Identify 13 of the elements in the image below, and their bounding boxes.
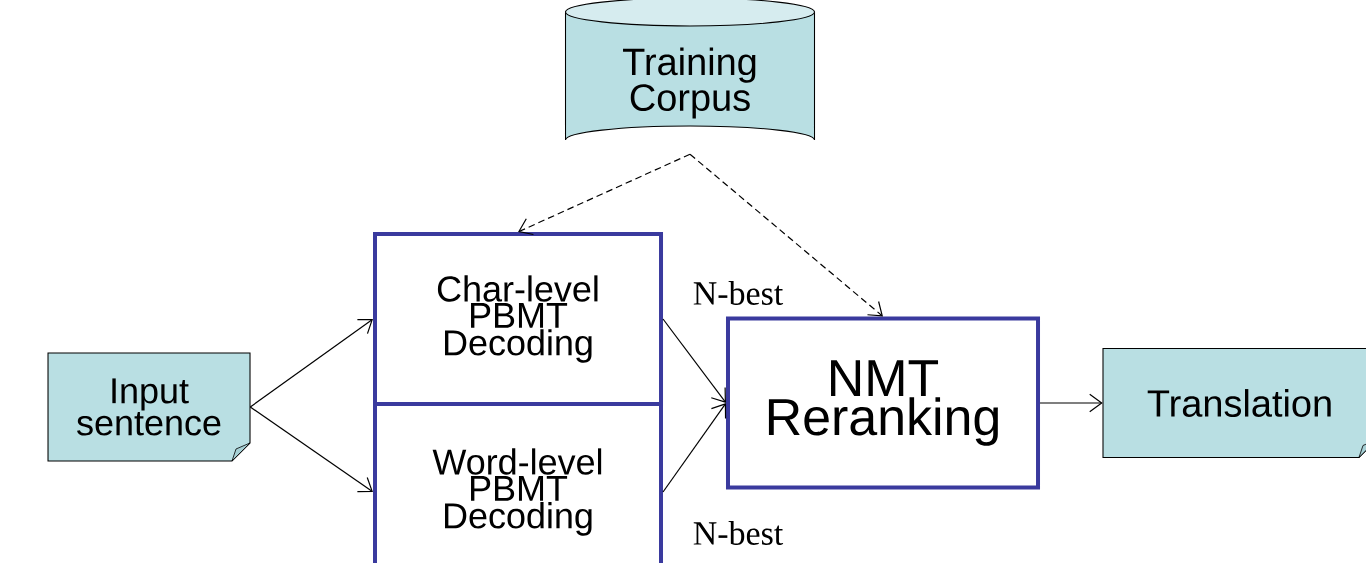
process-box: NMT Reranking — [726, 316, 1040, 490]
arrow — [518, 153, 691, 236]
arrow — [662, 403, 727, 493]
database-cylinder: Training Corpus — [564, 0, 816, 141]
arrow — [1039, 393, 1103, 413]
arrow — [689, 153, 883, 317]
arrow — [249, 406, 373, 493]
process-box: Char-level PBMT Decoding — [373, 232, 663, 406]
edge-label: N-best — [691, 519, 785, 547]
arrow — [662, 318, 726, 403]
arrow — [249, 318, 373, 408]
edge-label: N-best — [691, 279, 785, 307]
process-box: Word-level PBMT Decoding — [373, 402, 663, 563]
